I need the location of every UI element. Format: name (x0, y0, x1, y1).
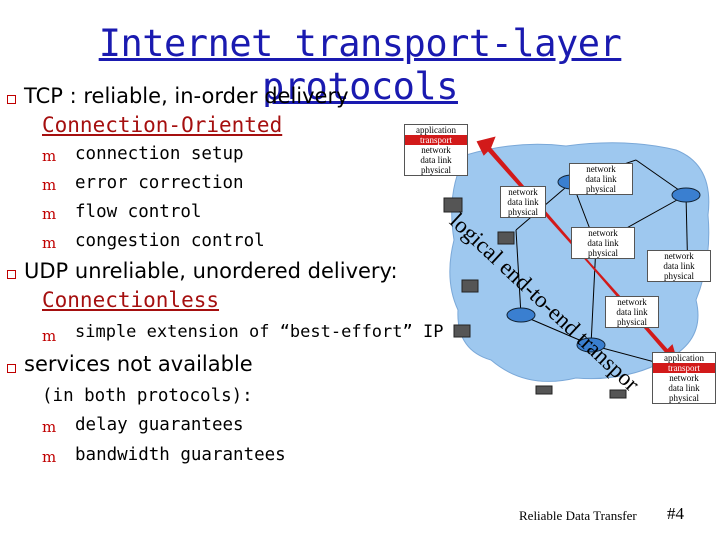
stack-layer-physical: physical (421, 165, 451, 175)
stack-layer-physical: physical (617, 317, 647, 327)
stack-layer-datalink: data link (663, 261, 695, 271)
host-computer-icon (461, 279, 479, 293)
bullet-m-icon: m (42, 448, 57, 466)
bullet-m-icon: m (42, 205, 57, 223)
stack-layer-physical: physical (664, 271, 694, 281)
stack-layer-datalink: data link (587, 238, 619, 248)
router-stack: network data link physical (571, 227, 635, 259)
stack-layer-network: network (669, 373, 699, 383)
stack-layer-network: network (588, 228, 618, 238)
stack-layer-datalink: data link (668, 383, 700, 393)
host-protocol-stack-left: application transport network data link … (404, 124, 468, 176)
bullet-m-icon: m (42, 418, 57, 436)
laptop-icon (609, 389, 627, 399)
tcp-item: congestion control (75, 231, 265, 251)
udp-heading: UDP unreliable, unordered delivery: (24, 259, 398, 283)
stack-layer-physical: physical (669, 393, 699, 403)
stack-layer-datalink: data link (616, 307, 648, 317)
tcp-heading: TCP : reliable, in-order delivery (24, 84, 349, 108)
host-computer-icon (497, 231, 515, 245)
bullet-m-icon: m (42, 234, 57, 252)
host-protocol-stack-right: application transport network data link … (652, 352, 716, 404)
bullet-square-icon (7, 364, 16, 373)
tcp-item: error correction (75, 173, 244, 193)
tcp-item: flow control (75, 202, 202, 222)
udp-type: Connectionless (42, 288, 220, 312)
services-heading: services not available (24, 352, 253, 376)
stack-layer-network: network (617, 297, 647, 307)
stack-layer-application: application (664, 353, 704, 363)
bullet-m-icon: m (42, 176, 57, 194)
stack-layer-transport: transport (405, 135, 467, 145)
host-icons (443, 197, 627, 399)
router-icon (671, 187, 701, 203)
slide-title: Internet transport-layer protocols (98, 22, 622, 108)
bullet-m-icon: m (42, 147, 57, 165)
host-computer-icon (453, 324, 471, 338)
stack-layer-application: application (416, 125, 456, 135)
bullet-square-icon (7, 270, 16, 279)
bullet-m-icon: m (42, 327, 57, 345)
stack-layer-network: network (508, 187, 538, 197)
bullet-square-icon (7, 95, 16, 104)
router-stack: network data link physical (500, 186, 546, 218)
stack-layer-datalink: data link (507, 197, 539, 207)
stack-layer-physical: physical (588, 248, 618, 258)
router-stack: network data link physical (569, 163, 633, 195)
tcp-item: connection setup (75, 144, 244, 164)
services-item: bandwidth guarantees (75, 445, 286, 465)
stack-layer-network: network (586, 164, 616, 174)
laptop-icon (535, 385, 553, 395)
tcp-type: Connection-Oriented (42, 113, 283, 137)
router-icon (576, 337, 606, 353)
slide-number: #4 (667, 504, 684, 523)
stack-layer-network: network (664, 251, 694, 261)
router-stack: network data link physical (605, 296, 659, 328)
stack-layer-datalink: data link (420, 155, 452, 165)
stack-layer-network: network (421, 145, 451, 155)
router-stack: network data link physical (647, 250, 711, 282)
stack-layer-datalink: data link (585, 174, 617, 184)
udp-item: simple extension of “best-effort” IP (75, 322, 444, 342)
services-item: delay guarantees (75, 415, 244, 435)
stack-layer-transport: transport (653, 363, 715, 373)
host-computer-icon (443, 197, 463, 213)
stack-layer-physical: physical (586, 184, 616, 194)
footer-source: Reliable Data Transfer (519, 508, 637, 523)
router-icon (506, 307, 536, 323)
services-note: (in both protocols): (42, 386, 253, 406)
stack-layer-physical: physical (508, 207, 538, 217)
